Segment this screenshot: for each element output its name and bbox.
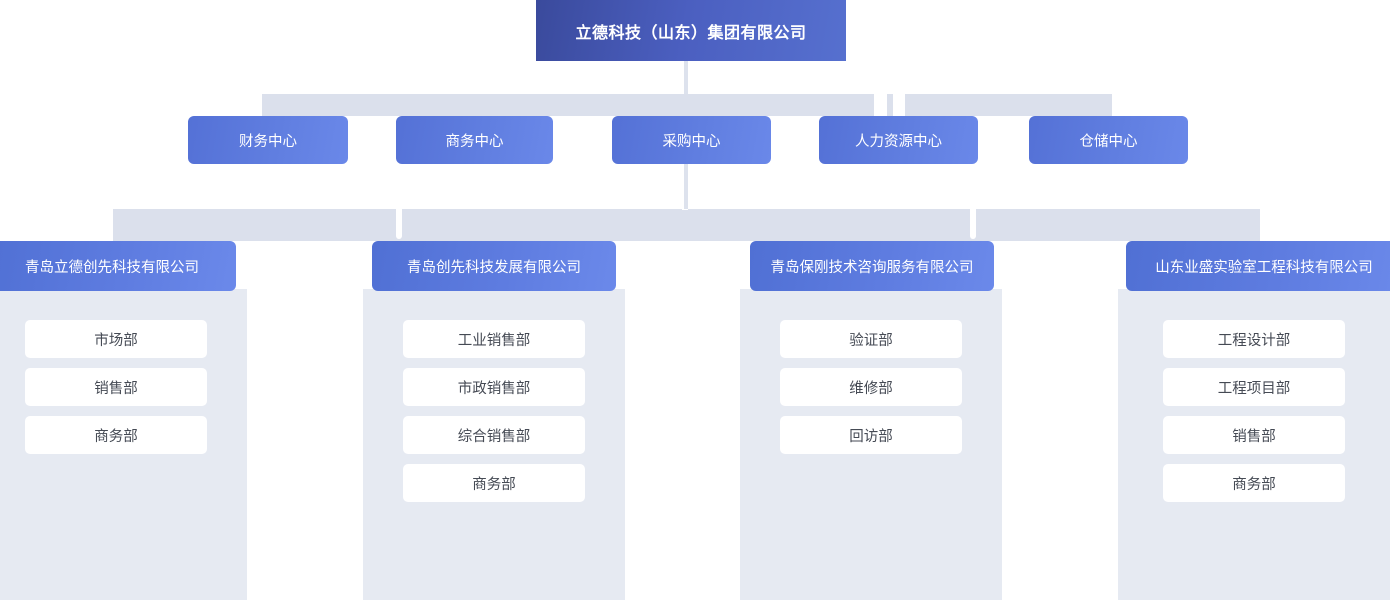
connector-bar-companies-notch-center [682, 209, 688, 210]
department-item[interactable]: 商务部 [25, 416, 207, 454]
department-item[interactable]: 工程设计部 [1163, 320, 1345, 358]
department-item[interactable]: 市政销售部 [403, 368, 585, 406]
department-item[interactable]: 销售部 [25, 368, 207, 406]
department-item[interactable]: 回访部 [780, 416, 962, 454]
connector-root-to-centers [684, 61, 688, 96]
company-node-qingdao-chuangxian-keji[interactable]: 青岛创先科技发展有限公司 [372, 241, 616, 291]
department-item[interactable]: 商务部 [1163, 464, 1345, 502]
root-node-group-company[interactable]: 立德科技（山东）集团有限公司 [536, 0, 846, 61]
connector-bar-companies-notch-left [396, 209, 402, 239]
connector-bar-centers-notch-left [874, 94, 887, 116]
center-node-business[interactable]: 商务中心 [396, 116, 553, 164]
center-node-human-resources[interactable]: 人力资源中心 [819, 116, 978, 164]
department-item[interactable]: 工业销售部 [403, 320, 585, 358]
department-item[interactable]: 市场部 [25, 320, 207, 358]
department-item[interactable]: 综合销售部 [403, 416, 585, 454]
center-node-purchasing[interactable]: 采购中心 [612, 116, 771, 164]
department-item[interactable]: 商务部 [403, 464, 585, 502]
connector-bar-centers-notch-right [893, 94, 905, 116]
center-node-finance[interactable]: 财务中心 [188, 116, 348, 164]
connector-bar-centers [262, 94, 1112, 116]
company-node-shandong-yesheng[interactable]: 山东业盛实验室工程科技有限公司 [1126, 241, 1390, 291]
department-item[interactable]: 验证部 [780, 320, 962, 358]
company-node-qingdao-lide-chuangxian[interactable]: 青岛立德创先科技有限公司 [0, 241, 236, 291]
department-item[interactable]: 销售部 [1163, 416, 1345, 454]
department-item[interactable]: 工程项目部 [1163, 368, 1345, 406]
center-node-warehouse[interactable]: 仓储中心 [1029, 116, 1188, 164]
connector-bar-companies [113, 209, 1260, 241]
department-item[interactable]: 维修部 [780, 368, 962, 406]
company-node-qingdao-baogang[interactable]: 青岛保刚技术咨询服务有限公司 [750, 241, 994, 291]
connector-centers-to-companies [684, 164, 688, 211]
connector-bar-companies-notch-right [970, 209, 976, 239]
